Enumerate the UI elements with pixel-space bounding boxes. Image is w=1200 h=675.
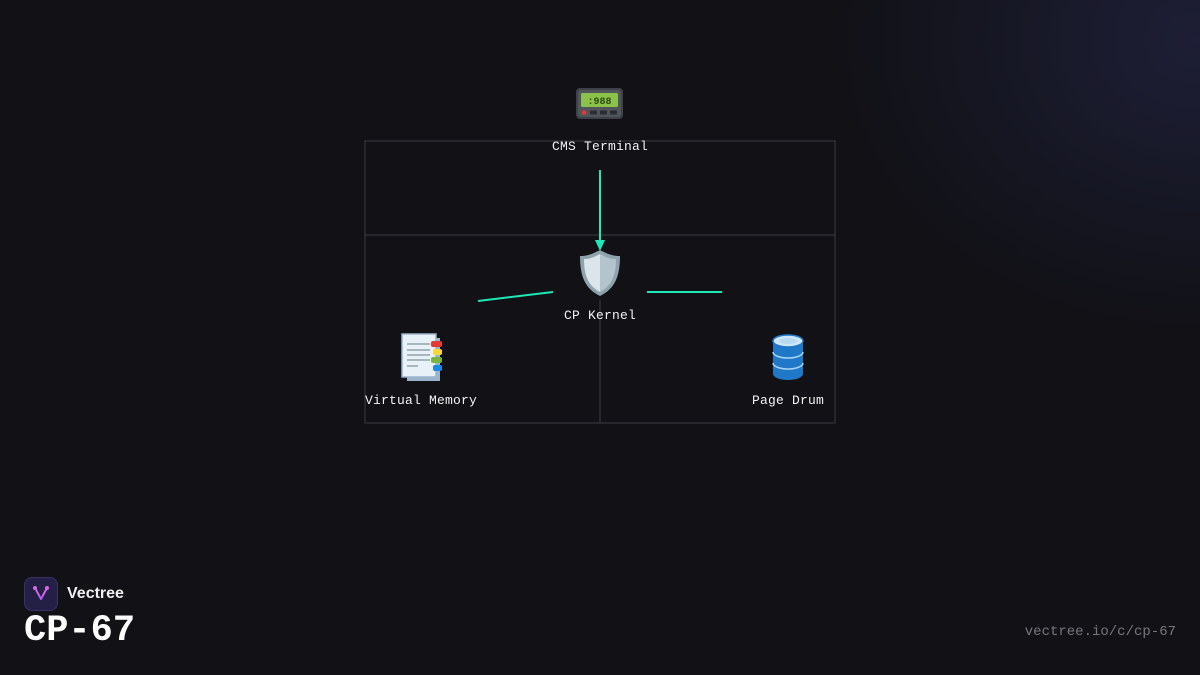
node-label-cms-terminal: CMS Terminal [551, 139, 649, 154]
shield-icon [580, 250, 620, 296]
svg-text::988: :988 [587, 97, 611, 108]
page-title: CP-67 [24, 610, 136, 652]
footer-url[interactable]: vectree.io/c/cp-67 [1024, 624, 1176, 640]
edge-kernel-to-memory [477, 291, 554, 302]
brand-name: Vectree [67, 585, 124, 602]
pager-icon: :988 [576, 88, 623, 119]
bookmark-tabs-icon [401, 333, 442, 381]
node-label-page-drum: Page Drum [751, 393, 825, 408]
node-label-cp-kernel: CP Kernel [563, 308, 637, 323]
database-icon [772, 334, 804, 380]
vectree-logo-icon [24, 577, 58, 611]
node-label-virtual-memory: Virtual Memory [364, 393, 478, 408]
brand: Vectree [24, 577, 124, 611]
